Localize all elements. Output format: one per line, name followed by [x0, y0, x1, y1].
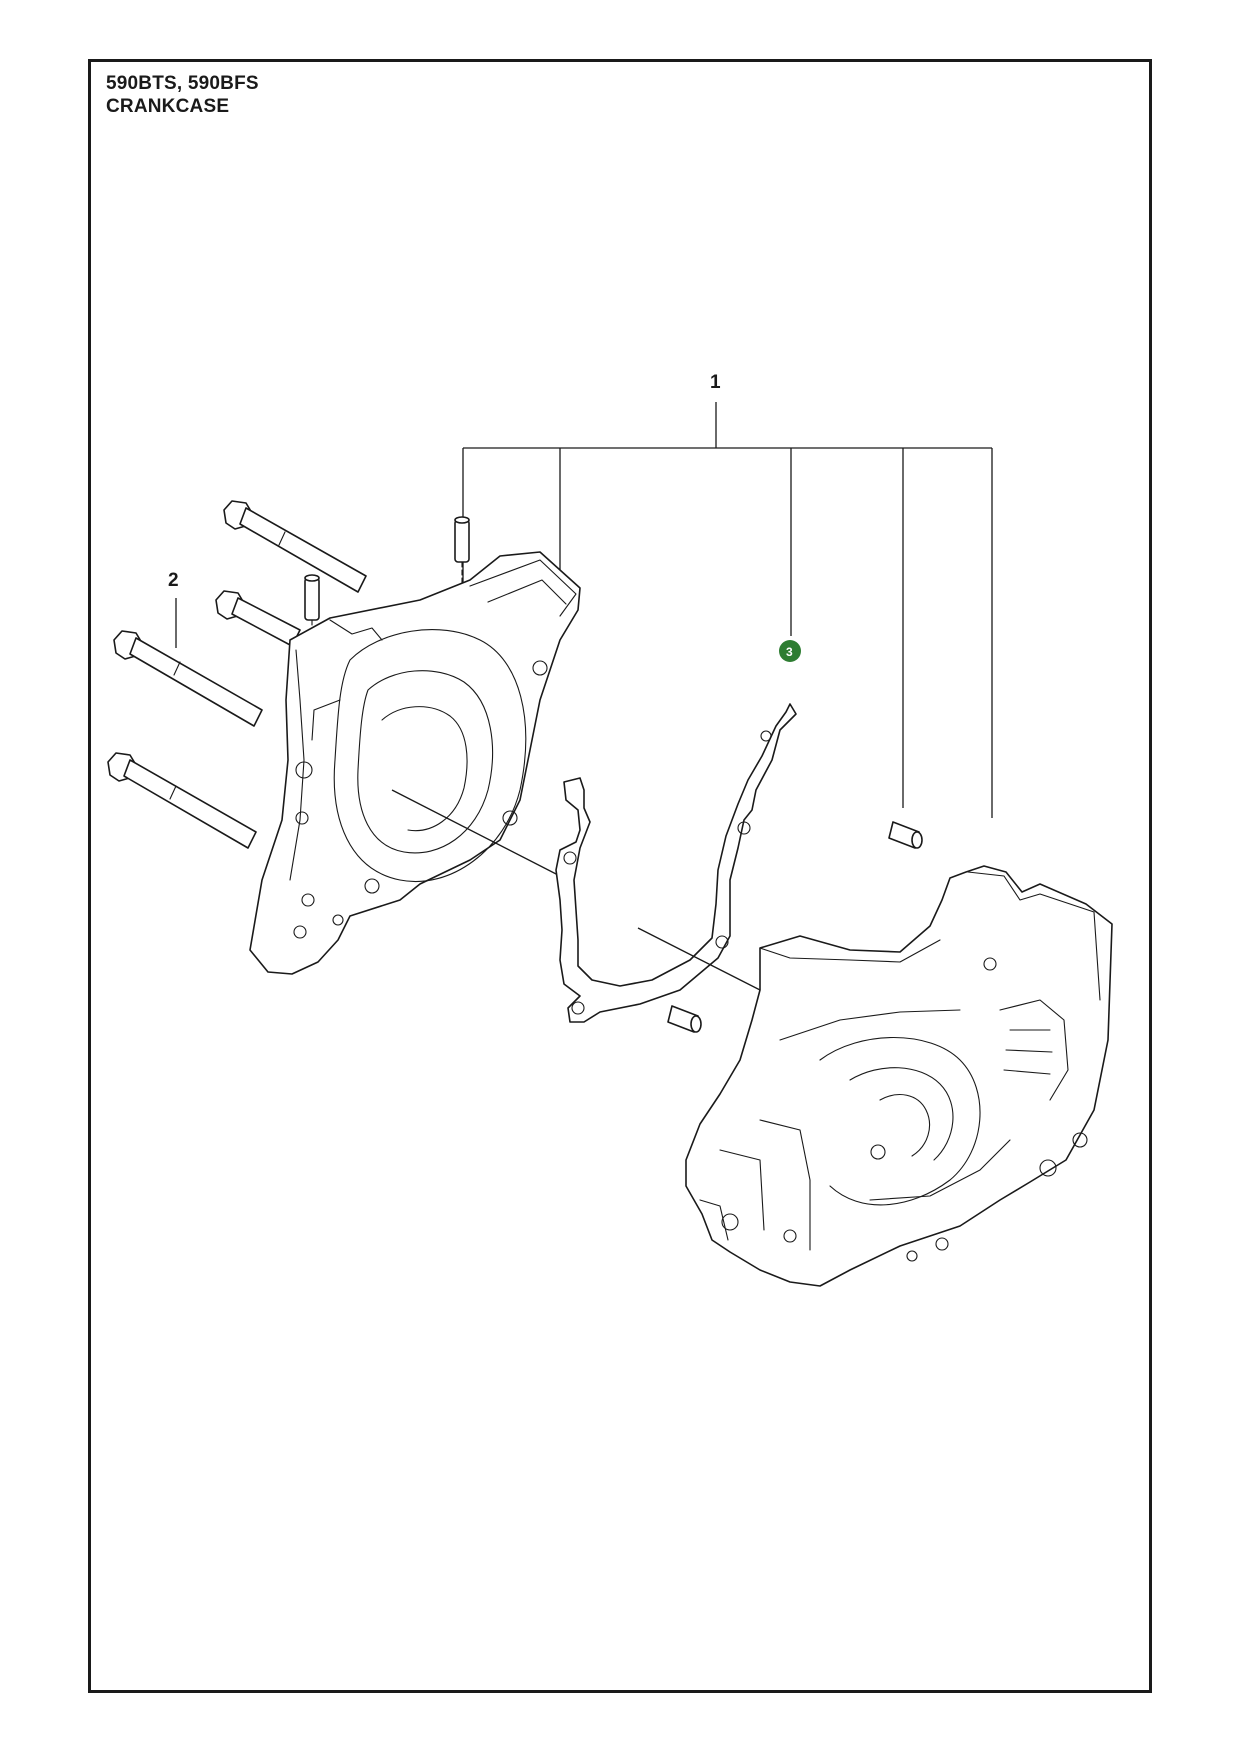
bolt-2 [215, 590, 301, 647]
assembly-axis-line-2 [637, 927, 761, 991]
dowel-pin-4 [667, 1005, 702, 1033]
callout-1-label: 1 [710, 372, 721, 393]
bolt-3 [113, 630, 263, 727]
dowel-pin-3 [888, 821, 923, 849]
callout-3-label: 3 [786, 645, 793, 659]
gasket [555, 703, 797, 1023]
bolt-1 [223, 500, 367, 593]
page-frame [88, 59, 1152, 1693]
crankcase-half-right [685, 865, 1113, 1287]
section-title: CRANKCASE [106, 96, 230, 117]
bolt-4 [107, 752, 257, 849]
assembly-axis-line-1 [391, 789, 561, 877]
crankcase-half-left [249, 551, 581, 975]
callout-2-label: 2 [168, 570, 179, 591]
model-line: 590BTS, 590BFS [106, 73, 259, 94]
callout-3-badge: 3 [779, 640, 801, 662]
callout-1-leader [462, 402, 993, 818]
dowel-pin-1 [454, 516, 470, 605]
title-block: 590BTS, 590BFS CRANKCASE [106, 72, 259, 118]
